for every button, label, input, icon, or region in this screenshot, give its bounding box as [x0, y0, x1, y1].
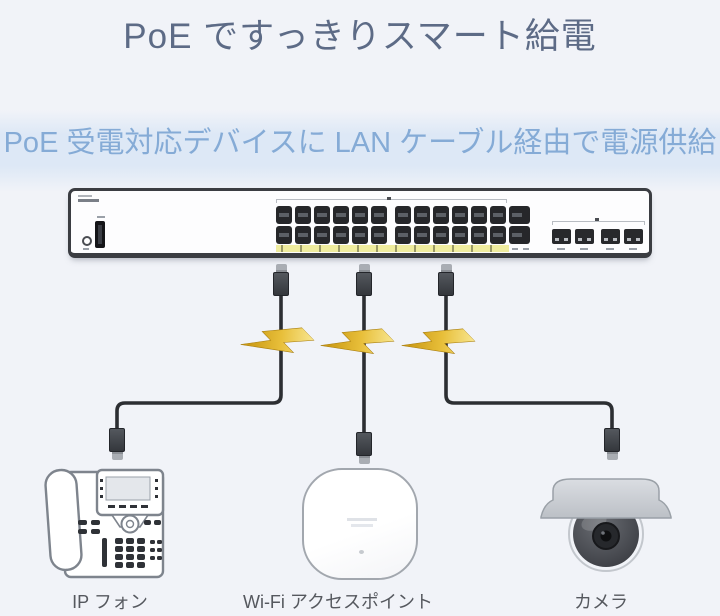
rj45-port: [333, 206, 349, 224]
rj45-port: [490, 206, 506, 224]
power-bolt-icon: [320, 328, 395, 354]
uplink-port: [509, 226, 530, 244]
rj45-port: [352, 226, 368, 244]
rj45-port: [452, 206, 468, 224]
rj45-port: [371, 226, 387, 244]
rj45-port: [471, 206, 487, 224]
switch-brand-mark: [78, 195, 92, 197]
rj45-port: [471, 226, 487, 244]
cable-to-camera: [444, 294, 614, 432]
diagram-subtitle: PoE 受電対応デバイスに LAN ケーブル経由で電源供給: [3, 127, 717, 159]
caption-camera: カメラ: [574, 592, 628, 612]
ap-led: [359, 550, 364, 554]
port-group-label-mark: [387, 197, 391, 200]
caption-wifi-ap: Wi-Fi アクセスポイント: [242, 592, 434, 612]
subtitle-band: [0, 110, 720, 192]
usb-label-mark: [97, 216, 105, 218]
cable-to-ip-phone: [115, 294, 283, 432]
sfp-slot: [552, 229, 571, 244]
rj45-port: [452, 226, 468, 244]
rj45-connector-icon: [273, 264, 289, 296]
rj45-port: [433, 206, 449, 224]
lan-cables: [115, 294, 614, 434]
rj45-port: [371, 206, 387, 224]
sfp-group-label-mark: [595, 218, 599, 221]
wifi-access-point-illustration: [302, 468, 418, 580]
rj45-connector-icon: [604, 428, 620, 460]
uplink-port-grid: [509, 206, 530, 244]
poe-yellow-strip: [276, 245, 509, 252]
sfp-label-mark: [606, 248, 614, 250]
camera-illustration: [540, 478, 672, 572]
ap-brand-mark: [347, 518, 377, 521]
port-group-bracket: [276, 199, 507, 203]
sfp-slot: [575, 229, 594, 244]
rj45-connector-icon: [109, 428, 125, 460]
power-bolt-icon: [401, 328, 476, 354]
rj45-port: [314, 206, 330, 224]
sfp-label-mark: [629, 248, 637, 250]
reset-label-mark: [83, 248, 89, 250]
rj45-port: [395, 206, 411, 224]
rj45-connector-icon: [356, 432, 372, 464]
rj45-port: [433, 226, 449, 244]
sfp-label-mark: [580, 248, 588, 250]
sfp-slot-row: [71, 191, 649, 255]
caption-ip-phone: IP フォン: [72, 592, 148, 612]
diagram-title: PoE ですっきりスマート給電: [123, 17, 597, 56]
sfp-group-bracket: [552, 221, 645, 225]
rj45-port: [490, 226, 506, 244]
rj45-port: [414, 206, 430, 224]
ip-phone-illustration: [44, 468, 165, 579]
rj45-connector-icon: [356, 264, 372, 296]
rj45-connector-icon: [438, 264, 454, 296]
uplink-label-mark: [523, 248, 529, 250]
poe-switch: [68, 188, 652, 258]
switch-brand-mark: [78, 199, 99, 202]
ap-brand-mark: [351, 524, 373, 527]
rj45-port: [333, 226, 349, 244]
switch-port-grid: [276, 206, 509, 244]
sfp-label-mark: [557, 248, 565, 250]
power-bolt-icon: [240, 327, 315, 353]
rj45-port: [276, 226, 292, 244]
sfp-slot: [624, 229, 643, 244]
rj45-port: [295, 206, 311, 224]
rj45-port: [395, 226, 411, 244]
usb-port: [95, 221, 105, 248]
sfp-slot: [601, 229, 620, 244]
rj45-port: [295, 226, 311, 244]
uplink-port: [509, 206, 530, 224]
uplink-label-mark: [512, 248, 518, 250]
rj45-port: [352, 206, 368, 224]
rj45-port: [314, 226, 330, 244]
rj45-port: [276, 206, 292, 224]
rj45-port: [414, 226, 430, 244]
reset-button: [82, 236, 92, 246]
